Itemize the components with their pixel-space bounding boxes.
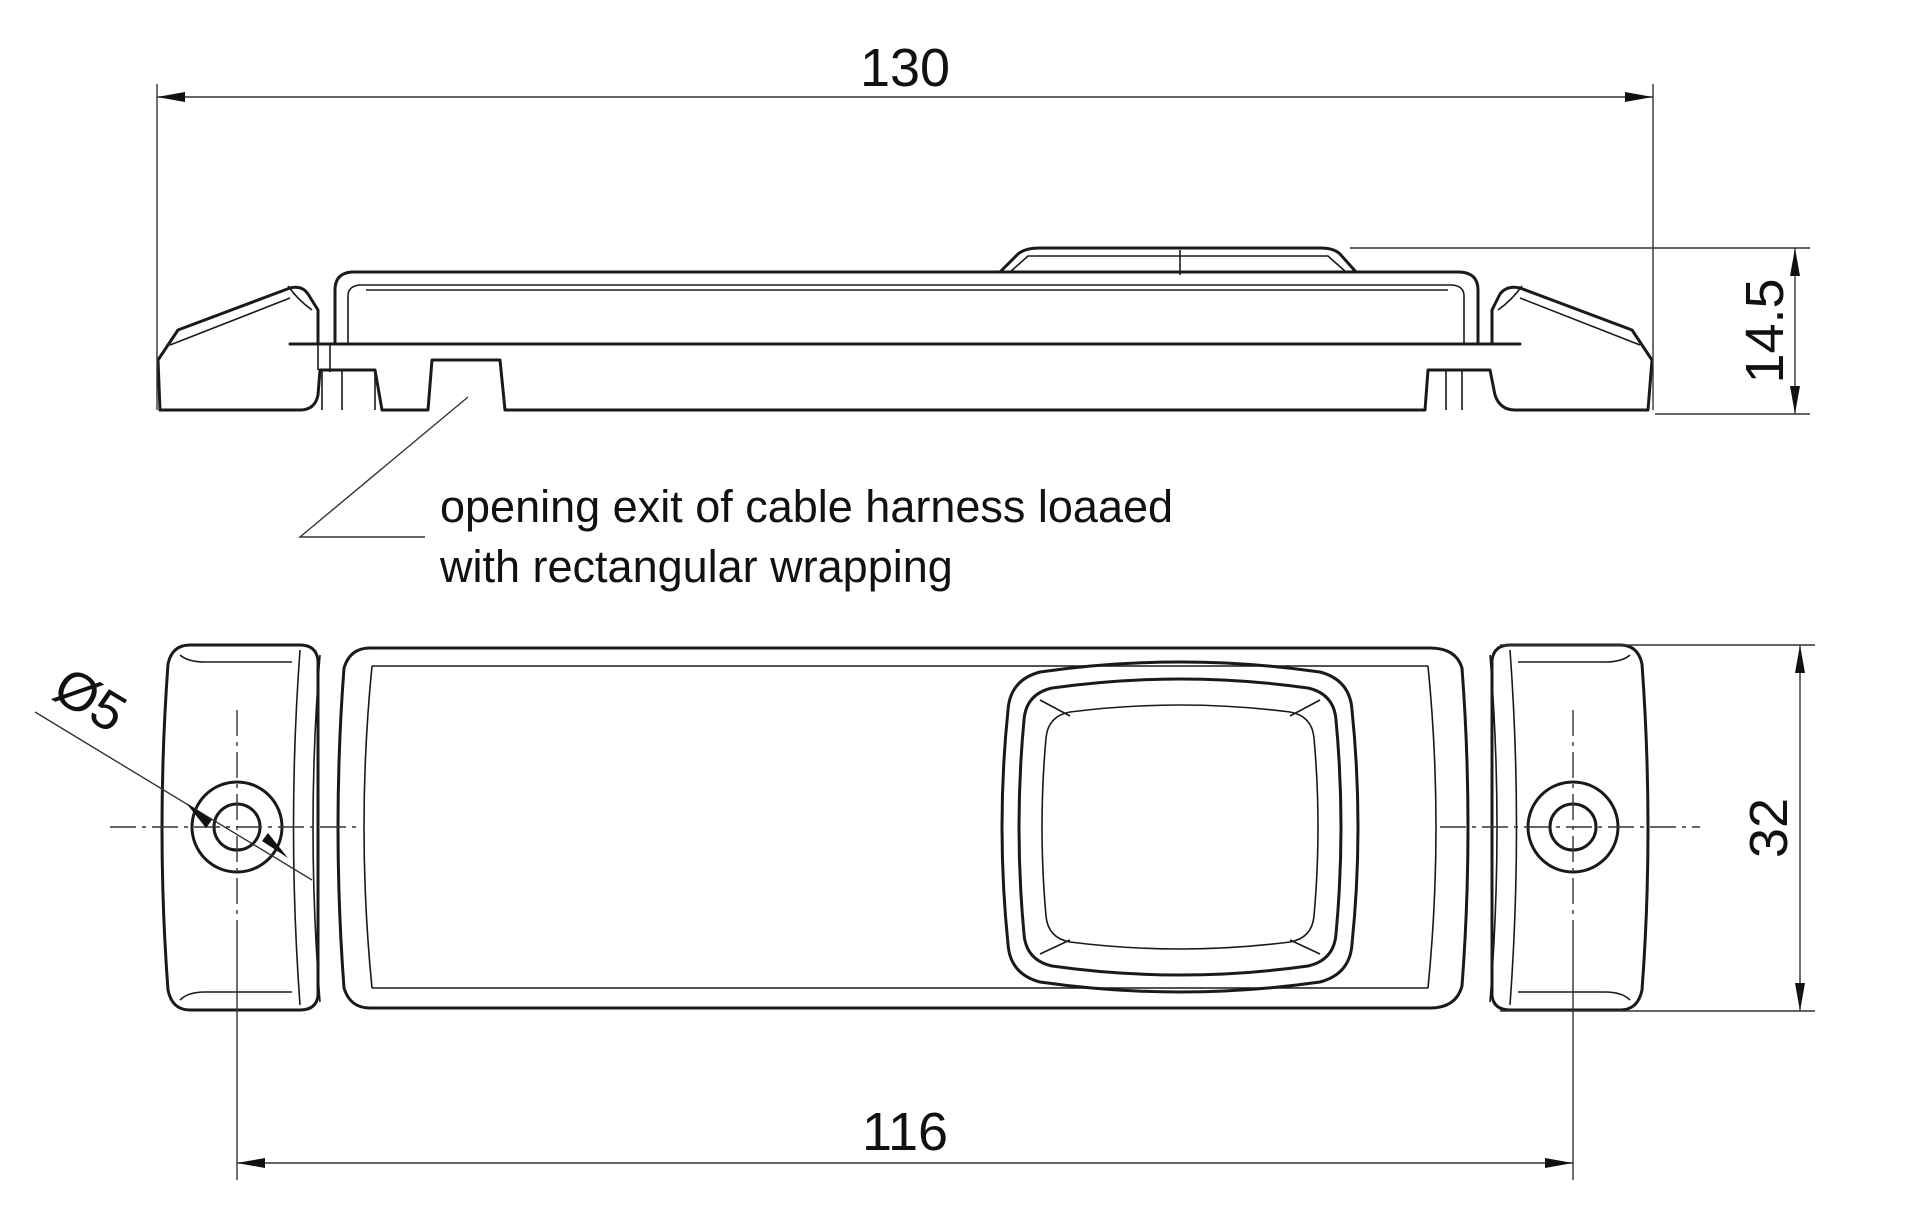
annotation-line-1: opening exit of cable harness loaaed [440,481,1173,532]
dim-height: 14.5 [1735,278,1795,383]
dimension-height: 14.5 [1350,247,1810,415]
dimension-overall-length: 130 [156,38,1654,410]
dim-overall-length: 130 [860,38,950,98]
dim-width: 32 [1739,798,1799,858]
side-view [156,246,1654,412]
dimension-hole-spacing: 116 [236,945,1574,1180]
annotation-line-2: with rectangular wrapping [439,541,953,592]
dim-hole-spacing: 116 [862,1102,948,1162]
dimension-width: 32 [1500,644,1815,1012]
dimension-hole-diameter: Ø 5 [34,656,313,881]
cable-exit-annotation: opening exit of cable harness loaaed wit… [298,396,1173,592]
top-view [110,643,1700,1012]
